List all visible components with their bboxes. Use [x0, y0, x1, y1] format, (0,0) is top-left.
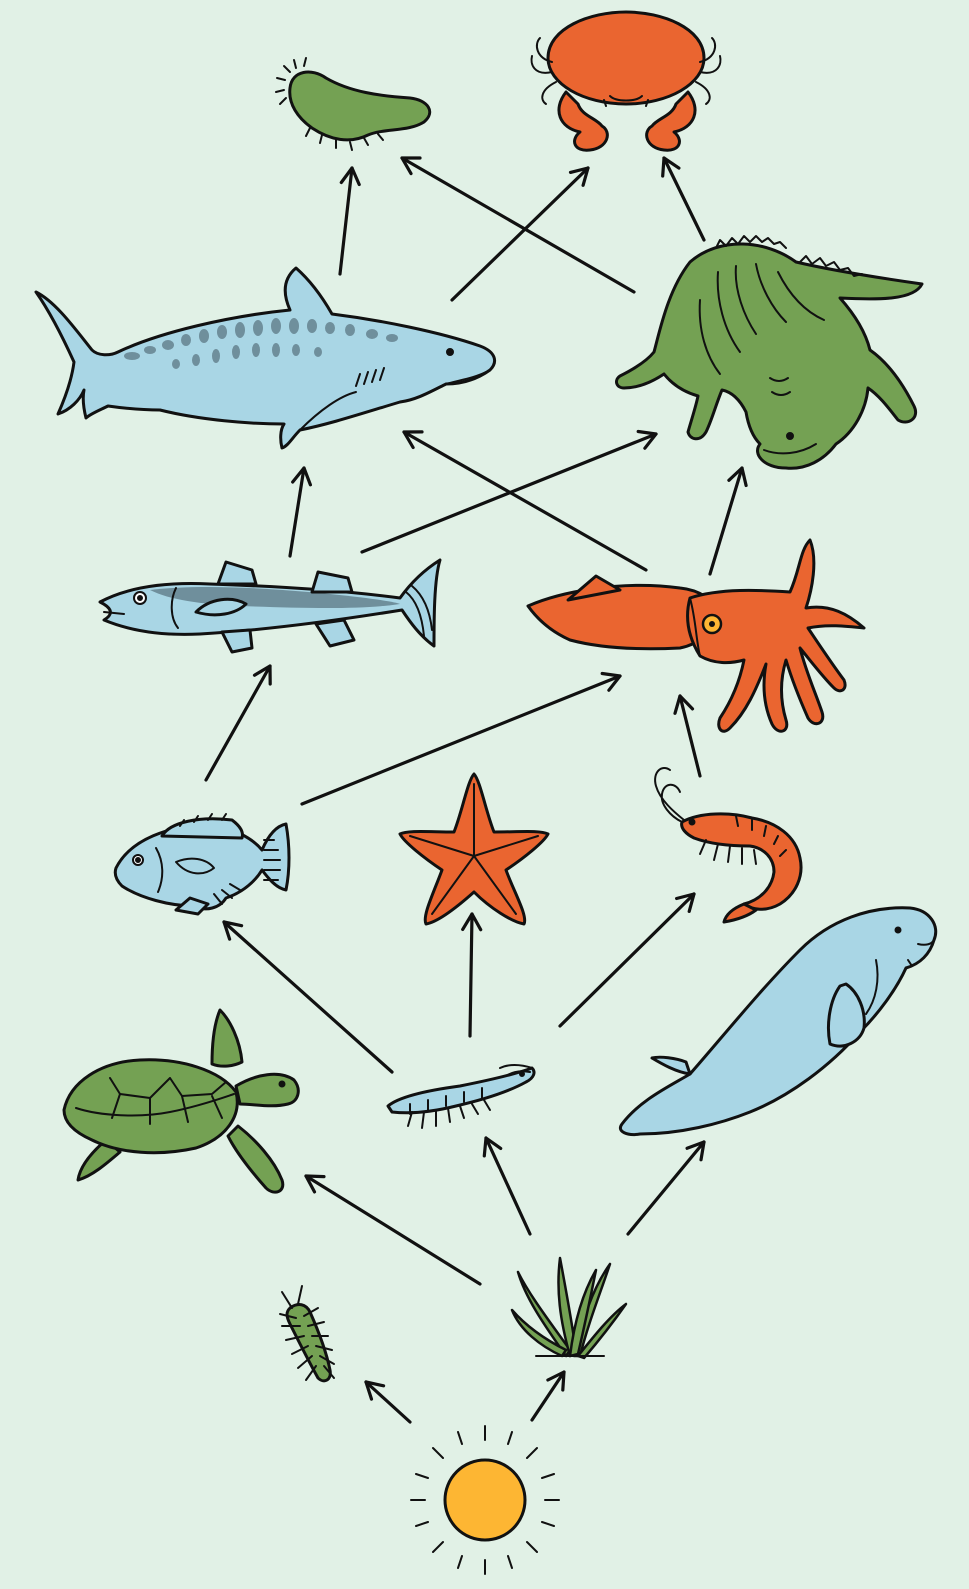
arrow-shaft	[470, 914, 472, 1036]
